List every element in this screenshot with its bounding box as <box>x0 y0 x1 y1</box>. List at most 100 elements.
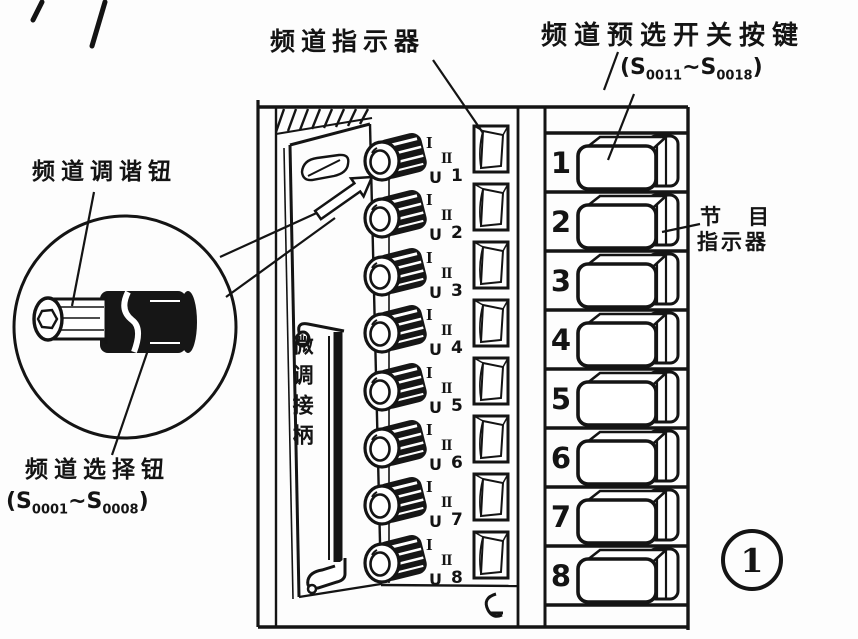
leader-select-knob <box>110 349 150 456</box>
tuning-knob-8 <box>363 531 431 585</box>
band-ii-label: II <box>441 322 452 340</box>
band-i-label: I <box>426 190 433 210</box>
program-indicator-label-line2: 指示器 <box>697 230 769 254</box>
preset-button-number: 1 <box>550 146 572 180</box>
leader-lines <box>70 51 701 456</box>
knob-band-labels: I II U 1 <box>424 134 474 190</box>
band-u-label: U <box>429 282 442 302</box>
channel-window-2 <box>472 182 510 232</box>
band-u-label: U <box>429 168 442 187</box>
leader-preset-switch <box>606 93 636 161</box>
band-u-label: U <box>429 397 442 417</box>
tuning-knob-7 <box>363 473 431 527</box>
leader-program-indicator <box>661 222 701 234</box>
leader-tuning-knob <box>70 191 96 307</box>
channel-indicator-label: 频道指示器 <box>270 27 426 56</box>
preset-button-4 <box>576 311 680 368</box>
knob-band-labels: I II U 4 <box>424 306 474 362</box>
range-part: ) <box>752 55 763 80</box>
channel-window-8 <box>472 530 510 580</box>
preset-button-7 <box>576 488 680 545</box>
program-indicator-label-line1: 节 目 <box>700 205 772 229</box>
band-i-label: I <box>426 362 433 382</box>
preset-button-number: 6 <box>550 441 572 475</box>
channel-number: 2 <box>451 223 463 244</box>
range-subscript: 0008 <box>102 502 139 518</box>
preset-button-number: 3 <box>550 264 572 298</box>
figure-number-badge: 1 <box>721 529 783 591</box>
preset-button-number: 7 <box>550 500 572 534</box>
band-u-label: U <box>429 225 442 245</box>
band-i-label: I <box>426 534 433 554</box>
channel-window-1 <box>472 124 510 174</box>
range-part: ~S <box>682 55 717 80</box>
figure-number: 1 <box>740 540 764 580</box>
band-u-label: U <box>429 455 442 474</box>
select-knob-label: 频道选择钮 <box>25 457 170 483</box>
tuning-knob-3 <box>363 244 431 298</box>
knob-detail-inset <box>12 214 238 440</box>
range-part: ~S <box>68 489 103 514</box>
channel-window-6 <box>472 414 510 464</box>
preset-row-separators <box>545 131 688 607</box>
band-u-label: U <box>429 340 442 360</box>
leader-inset-lower <box>225 217 336 298</box>
hook-mark <box>484 592 503 618</box>
channel-number: 1 <box>451 166 463 186</box>
range-part: ) <box>138 489 149 514</box>
band-i-label: I <box>426 305 433 325</box>
preset-button-3 <box>576 252 680 309</box>
channel-number: 7 <box>451 510 463 531</box>
knob-band-labels: I II U 3 <box>424 249 474 305</box>
preset-switch-label: 频道预选开关按键 <box>541 21 806 51</box>
channel-number: 8 <box>451 567 463 588</box>
channel-number: 6 <box>451 453 463 473</box>
tuning-knob-1 <box>363 129 431 183</box>
preset-button-2 <box>576 193 680 250</box>
band-ii-label: II <box>441 379 452 397</box>
channel-number: 4 <box>451 338 463 359</box>
channel-window-4 <box>472 298 510 348</box>
preset-button-8 <box>576 547 680 604</box>
leader-channel-indicator <box>432 59 484 134</box>
preset-button-6 <box>576 429 680 486</box>
channel-indicator-windows <box>472 124 510 580</box>
range-subscript: 0001 <box>31 502 69 518</box>
range-part: (S <box>6 489 32 514</box>
preset-button-number: 5 <box>550 382 572 416</box>
channel-number: 3 <box>451 280 463 301</box>
preset-button-number: 2 <box>550 205 572 239</box>
band-ii-label: II <box>441 264 452 282</box>
select-knob-range: (S0001~S0008) <box>6 489 149 517</box>
band-ii-label: II <box>441 551 452 569</box>
tuning-knob-2 <box>363 186 431 240</box>
band-ii-label: II <box>441 207 452 225</box>
leader-inset-upper <box>219 204 333 259</box>
band-ii-label: II <box>441 494 452 512</box>
leader-preset-slash <box>602 51 620 91</box>
tuning-knob-label: 频道调谐钮 <box>32 159 177 185</box>
fine-tune-handle-label: 微调接柄 <box>290 334 315 454</box>
preset-switch-range: (S0011~S0018) <box>620 55 763 83</box>
band-i-label: I <box>426 477 433 497</box>
band-i-label: I <box>426 420 433 439</box>
preset-button-number: 4 <box>550 323 572 357</box>
stray-pen-marks <box>30 0 108 49</box>
tuning-knob-5 <box>363 359 431 413</box>
preset-button-number: 8 <box>550 559 572 593</box>
band-u-label: U <box>429 569 442 589</box>
band-i-label: I <box>426 247 433 267</box>
channel-number: 5 <box>451 395 463 416</box>
preset-button-1 <box>576 134 680 191</box>
tuning-knob-6 <box>363 416 431 470</box>
knob-band-labels: I II U 7 <box>424 478 474 534</box>
plate-handle-cutout <box>300 153 350 182</box>
knob-band-labels: I II U 8 <box>424 536 474 592</box>
range-part: (S <box>620 55 646 80</box>
fine-tune-handle <box>295 322 347 595</box>
band-i-label: I <box>426 133 433 152</box>
channel-window-5 <box>472 356 510 406</box>
channel-window-7 <box>472 472 510 522</box>
